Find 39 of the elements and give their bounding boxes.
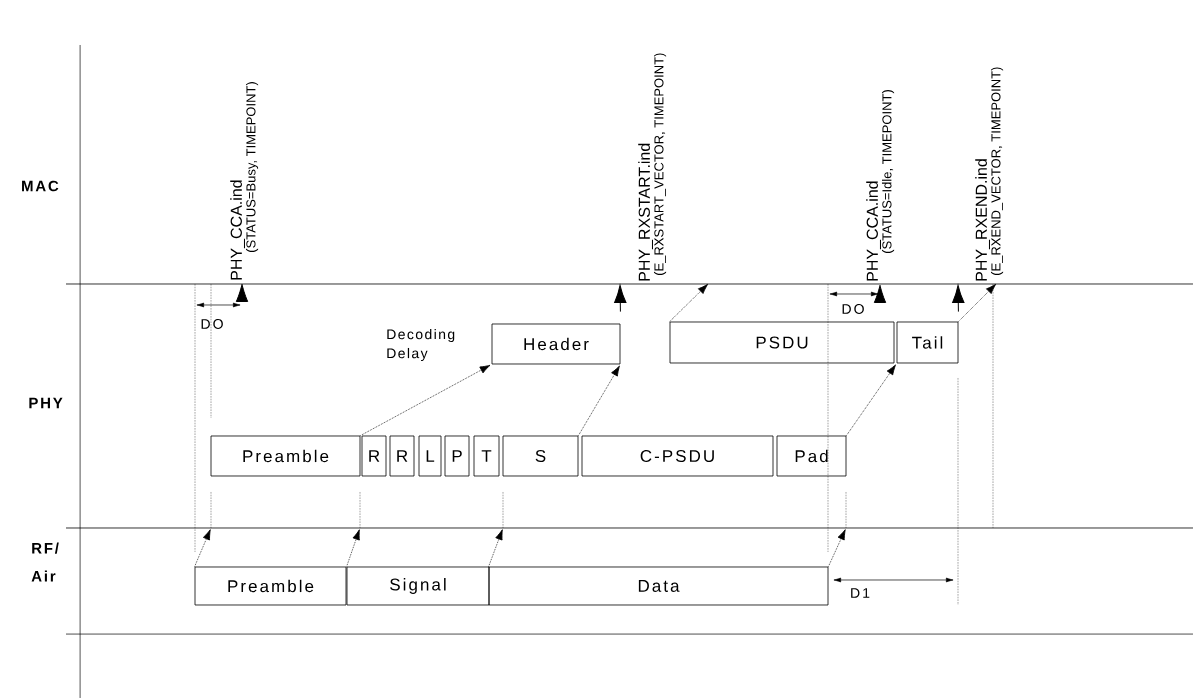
- arrow: [952, 284, 965, 313]
- arrow: [235, 283, 249, 302]
- layer-label: MAC: [22, 180, 59, 192]
- primitive-label: PHY_CCA.ind (STATUS=Busy, TIMEPOINT): [230, 82, 259, 280]
- dimension-label: D1: [851, 588, 870, 598]
- field-box: R: [361, 435, 387, 477]
- note: Decoding Delay: [387, 328, 455, 361]
- layer-label: RF/ Air: [31, 542, 59, 582]
- field-box: R: [389, 435, 415, 477]
- field-box: Preamble: [210, 435, 361, 477]
- arrow: [828, 529, 846, 567]
- arrow: [360, 364, 491, 436]
- field-box: L: [418, 435, 442, 477]
- arrow: [578, 365, 620, 436]
- arrow: [488, 529, 503, 567]
- field-box: Tail: [896, 321, 959, 364]
- arrow: [873, 284, 887, 303]
- primitive-label: PHY_CCA.ind (STATUS=Idle, TIMEPOINT): [866, 90, 895, 281]
- arrow: [194, 529, 211, 567]
- field-box: Preamble: [194, 566, 347, 606]
- field-box: T: [473, 435, 500, 477]
- arrow: [614, 284, 627, 313]
- primitive-label: PHY_RXEND.ind (E_RXEND_VECTOR, TIMEPOINT): [975, 67, 1004, 281]
- field-box: Pad: [776, 435, 847, 477]
- field-box: Signal: [346, 566, 490, 606]
- field-box: C-PSDU: [581, 435, 774, 477]
- field-box: Header: [491, 323, 621, 365]
- dimension-label: DO: [842, 304, 864, 314]
- primitive-label: PHY_RXSTART.ind (E_RXSTART_VECTOR, TIMEPOINT): [638, 53, 667, 281]
- arrow: [346, 529, 360, 567]
- field-box: Data: [488, 566, 829, 606]
- arrow: [958, 283, 997, 322]
- arrow: [669, 283, 709, 322]
- arrow: [846, 364, 896, 436]
- layer-label: PHY: [29, 397, 63, 409]
- dimension-label: DO: [201, 319, 223, 329]
- field-box: S: [502, 435, 579, 477]
- field-box: PSDU: [669, 321, 895, 364]
- field-box: P: [444, 435, 470, 477]
